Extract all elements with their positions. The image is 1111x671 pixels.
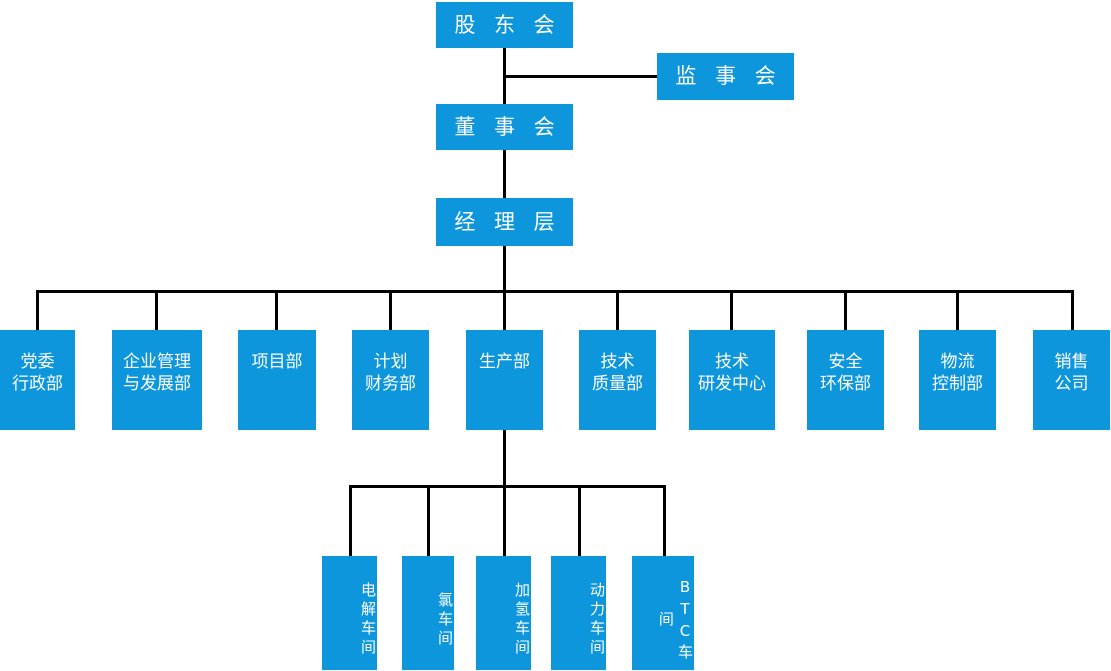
node-board-of-directors[interactable]: 董 事 会 xyxy=(436,104,573,150)
node-dept-party-administration-label: 党委 行政部 xyxy=(12,352,63,394)
connector-production-trunk xyxy=(503,430,506,485)
node-dept-production-label: 生产部 xyxy=(479,352,530,372)
node-dept-technical-quality[interactable]: 技术 质量部 xyxy=(579,330,656,430)
connector-shareholders-to-supervisors xyxy=(503,75,659,78)
node-dept-sales-company[interactable]: 销售 公司 xyxy=(1033,330,1110,430)
connector-drop-shop-power xyxy=(578,485,581,556)
node-dept-logistics-control-label: 物流 控制部 xyxy=(932,352,983,394)
connector-workshop-bus xyxy=(349,485,666,488)
node-dept-safety-environment-label: 安全 环保部 xyxy=(820,352,871,394)
node-dept-enterprise-management[interactable]: 企业管理 与发展部 xyxy=(112,330,202,430)
connector-drop-dept-sales xyxy=(1071,290,1074,330)
node-dept-technical-quality-label: 技术 质量部 xyxy=(592,352,643,394)
node-supervisors[interactable]: 监 事 会 xyxy=(657,53,794,100)
node-dept-sales-company-label: 销售 公司 xyxy=(1054,352,1089,394)
connector-drop-dept-rd xyxy=(730,290,733,330)
node-shop-power[interactable]: 动力车间 xyxy=(551,556,606,670)
node-dept-party-administration[interactable]: 党委 行政部 xyxy=(0,330,75,430)
node-shop-btc-label: BTC车间 xyxy=(656,577,694,663)
connector-management-trunk xyxy=(503,246,506,292)
node-dept-logistics-control[interactable]: 物流 控制部 xyxy=(919,330,996,430)
node-shop-btc[interactable]: BTC车间 xyxy=(632,556,694,670)
connector-drop-dept-logistics xyxy=(956,290,959,330)
connector-board-to-management xyxy=(503,150,506,198)
node-dept-enterprise-management-label: 企业管理 与发展部 xyxy=(123,352,191,394)
node-dept-rd-center-label: 技术 研发中心 xyxy=(698,352,766,394)
node-shop-power-label: 动力车间 xyxy=(588,582,606,658)
node-dept-project[interactable]: 项目部 xyxy=(238,330,316,430)
connector-drop-shop-hydrogenation xyxy=(503,485,506,556)
connector-drop-dept-party xyxy=(36,290,39,330)
node-dept-rd-center[interactable]: 技术 研发中心 xyxy=(689,330,775,430)
connector-drop-dept-project xyxy=(275,290,278,330)
connector-department-bus xyxy=(36,290,1074,293)
node-board-of-directors-label: 董 事 会 xyxy=(454,114,561,139)
connector-drop-dept-finance xyxy=(389,290,392,330)
connector-drop-dept-enterprise xyxy=(155,290,158,330)
node-shop-hydrogenation[interactable]: 加氢车间 xyxy=(476,556,531,670)
node-supervisors-label: 监 事 会 xyxy=(675,64,782,89)
node-shop-electrolysis[interactable]: 电解车间 xyxy=(322,556,377,670)
node-dept-safety-environment[interactable]: 安全 环保部 xyxy=(807,330,884,430)
node-shop-electrolysis-label: 电解车间 xyxy=(359,582,377,658)
node-dept-plan-finance[interactable]: 计划 财务部 xyxy=(352,330,429,430)
node-management[interactable]: 经 理 层 xyxy=(436,198,573,246)
connector-drop-shop-btc xyxy=(663,485,666,556)
connector-drop-shop-chlorine xyxy=(427,485,430,556)
node-shop-chlorine[interactable]: 氯车间 xyxy=(402,556,454,670)
connector-drop-dept-quality xyxy=(616,290,619,330)
node-shop-hydrogenation-label: 加氢车间 xyxy=(513,582,531,658)
node-shop-chlorine-label: 氯车间 xyxy=(436,591,454,649)
node-dept-plan-finance-label: 计划 财务部 xyxy=(365,352,416,394)
node-shareholders[interactable]: 股 东 会 xyxy=(436,2,573,48)
node-management-label: 经 理 层 xyxy=(454,209,561,234)
node-shareholders-label: 股 东 会 xyxy=(454,12,561,37)
node-dept-production[interactable]: 生产部 xyxy=(466,330,543,430)
node-dept-project-label: 项目部 xyxy=(251,352,303,372)
connector-drop-dept-safety xyxy=(844,290,847,330)
connector-drop-dept-production xyxy=(503,290,506,330)
connector-drop-shop-electrolysis xyxy=(349,485,352,556)
